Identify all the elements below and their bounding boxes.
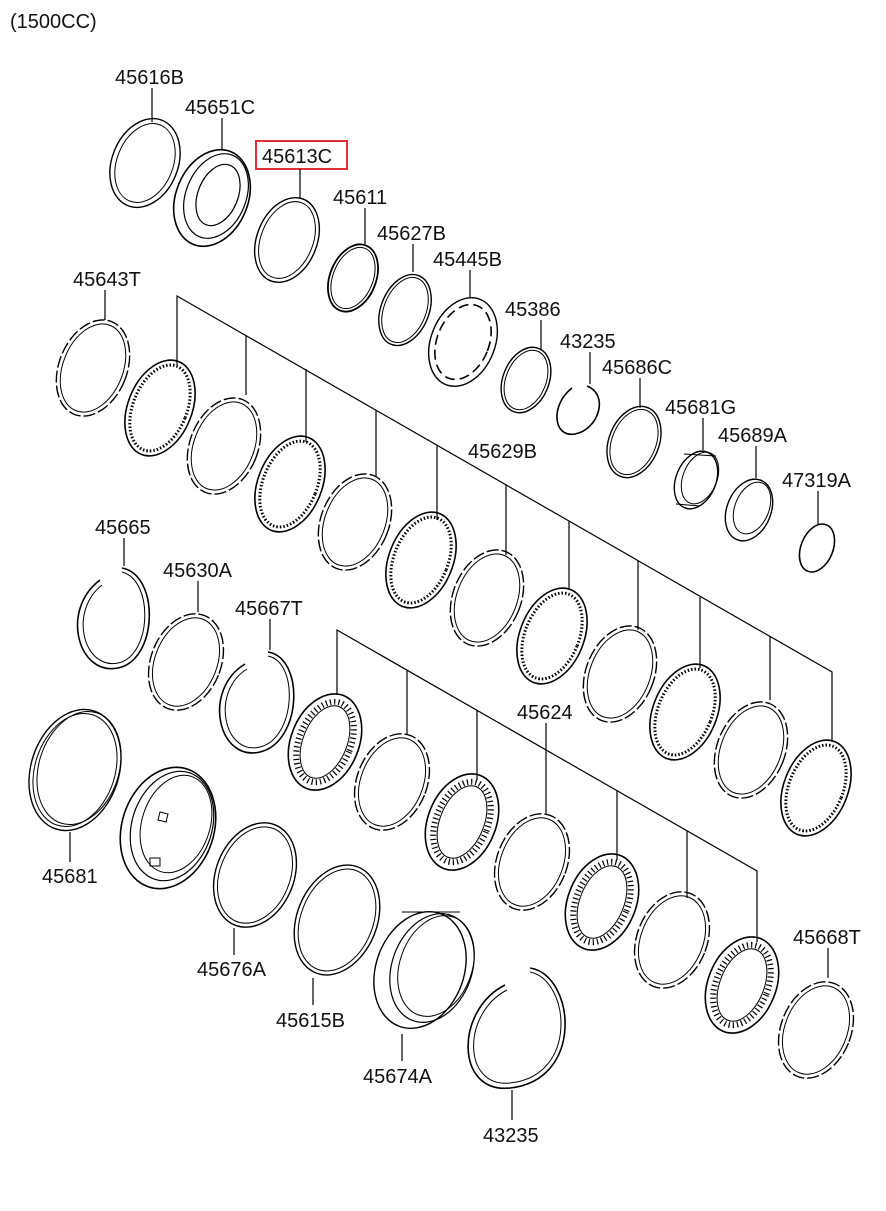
upper-friction-disc-2 bbox=[254, 435, 326, 533]
label-45686C[interactable]: 45686C bbox=[602, 357, 672, 379]
label-45627B[interactable]: 45627B bbox=[377, 223, 446, 245]
part-labels: 45616B 45651C 45613C 45611 45627B 45445B… bbox=[42, 67, 861, 1147]
part-45445B-plate bbox=[427, 296, 499, 388]
label-45668T[interactable]: 45668T bbox=[793, 927, 861, 949]
part-45668T-plate bbox=[777, 981, 855, 1079]
label-45445B[interactable]: 45445B bbox=[433, 249, 502, 271]
upper-friction-disc-1 bbox=[124, 359, 196, 457]
label-45689A[interactable]: 45689A bbox=[718, 425, 788, 447]
part-45613C-ring bbox=[253, 196, 321, 284]
upper-friction-disc-3 bbox=[385, 511, 457, 609]
upper-steel-plate-1 bbox=[186, 397, 262, 495]
lower-steel-plate-3 bbox=[633, 891, 711, 989]
part-43235-snap-ring-small bbox=[556, 385, 601, 435]
upper-steel-plate-5 bbox=[713, 701, 789, 799]
label-45386[interactable]: 45386 bbox=[505, 299, 561, 321]
label-45613C[interactable]: 45613C bbox=[262, 146, 332, 168]
part-45681-ring bbox=[28, 708, 122, 832]
leader-lines bbox=[69, 88, 833, 1120]
part-45676A-ring bbox=[212, 822, 298, 928]
label-45676A[interactable]: 45676A bbox=[197, 959, 267, 981]
label-45615B[interactable]: 45615B bbox=[276, 1010, 345, 1032]
part-45386-ring bbox=[500, 346, 552, 414]
label-45624[interactable]: 45624 bbox=[517, 702, 573, 724]
label-45674A[interactable]: 45674A bbox=[363, 1066, 433, 1088]
label-43235-bottom[interactable]: 43235 bbox=[483, 1125, 539, 1147]
lower-friction-disc-2 bbox=[424, 773, 500, 871]
upper-friction-disc-4 bbox=[516, 587, 588, 685]
highlight-box bbox=[255, 140, 348, 170]
part-45674-hub bbox=[119, 766, 217, 890]
part-47319A-ring bbox=[798, 523, 836, 573]
lower-friction-disc-3 bbox=[564, 853, 640, 951]
lower-steel-plate-1 bbox=[353, 733, 431, 831]
part-45611-ring bbox=[327, 243, 379, 313]
label-45681[interactable]: 45681 bbox=[42, 866, 98, 888]
part-45616B-ring bbox=[109, 117, 181, 209]
label-45616B[interactable]: 45616B bbox=[115, 67, 184, 89]
part-45627B-ring bbox=[378, 273, 432, 347]
label-45665[interactable]: 45665 bbox=[95, 517, 151, 539]
part-45651C-piston bbox=[172, 148, 252, 248]
label-45681G[interactable]: 45681G bbox=[665, 397, 736, 419]
label-45667T[interactable]: 45667T bbox=[235, 598, 303, 620]
parts bbox=[28, 117, 855, 1089]
part-45665-snap-ring bbox=[76, 567, 151, 670]
part-45667T-snap-ring bbox=[218, 651, 295, 754]
lower-friction-disc-1 bbox=[287, 693, 363, 791]
upper-steel-plate-4 bbox=[582, 625, 658, 723]
upper-friction-disc-6 bbox=[780, 739, 852, 837]
part-43235-snap-ring-large bbox=[467, 967, 566, 1089]
lower-friction-disc-4 bbox=[704, 936, 780, 1034]
part-45630A-plate bbox=[147, 613, 225, 711]
part-45681G-bearing bbox=[673, 450, 720, 510]
label-45643T[interactable]: 45643T bbox=[73, 269, 141, 291]
part-45624-plate bbox=[493, 813, 571, 911]
part-45643T-plate bbox=[55, 319, 131, 417]
engine-label: (1500CC) bbox=[10, 11, 97, 33]
part-45686C-ring bbox=[606, 405, 662, 479]
part-45615B-ring bbox=[293, 864, 381, 976]
part-45689A-bearing bbox=[724, 478, 774, 542]
upper-friction-disc-5 bbox=[649, 663, 721, 761]
label-45611[interactable]: 45611 bbox=[333, 187, 387, 209]
label-43235-top[interactable]: 43235 bbox=[560, 331, 616, 353]
part-45629B-plate bbox=[449, 549, 525, 647]
label-45630A[interactable]: 45630A bbox=[163, 560, 233, 582]
label-45629B[interactable]: 45629B bbox=[468, 441, 537, 463]
part-45674A-drum bbox=[373, 910, 475, 1030]
upper-steel-plate-2 bbox=[317, 473, 393, 571]
label-45651C[interactable]: 45651C bbox=[185, 97, 255, 119]
label-47319A[interactable]: 47319A bbox=[782, 470, 852, 492]
